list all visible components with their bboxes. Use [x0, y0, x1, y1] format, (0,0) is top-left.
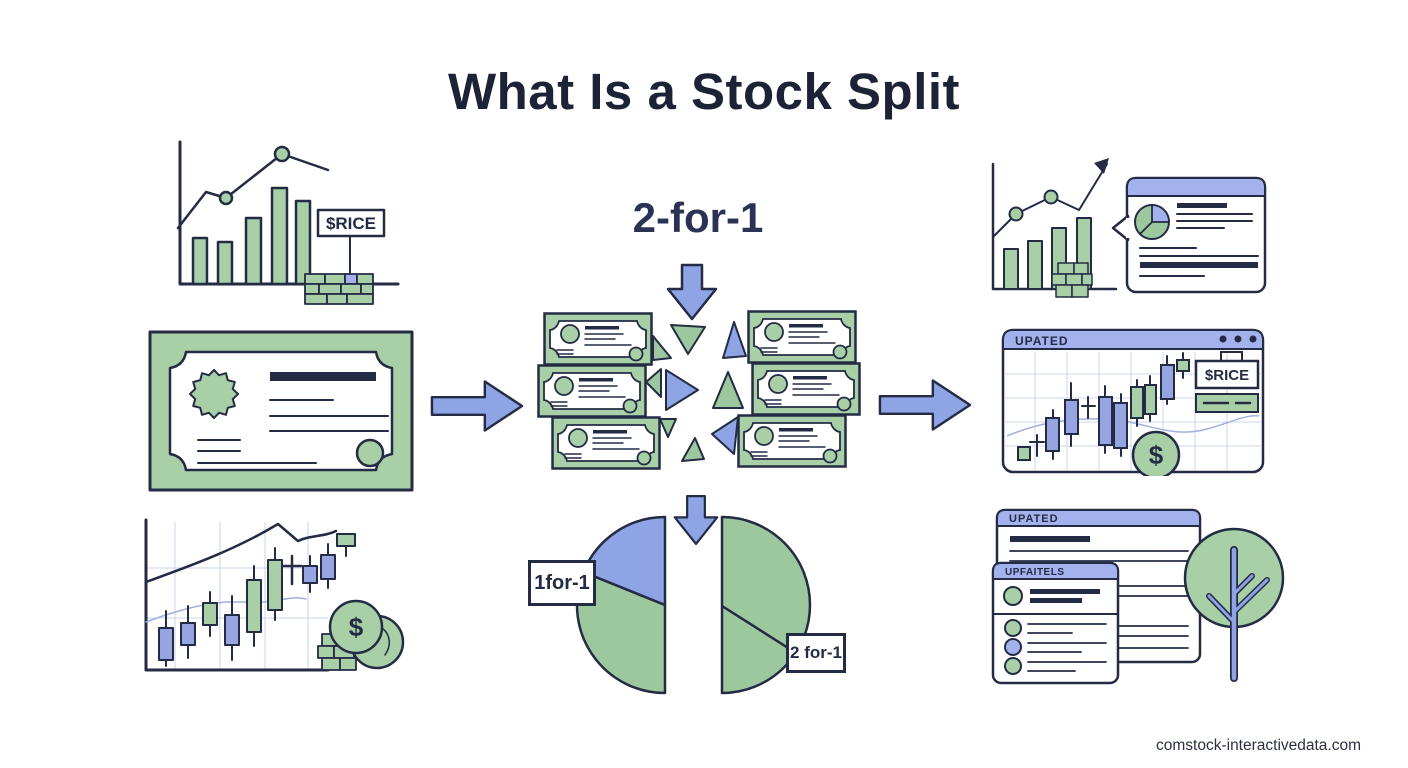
marker-dot: [218, 190, 234, 206]
list-bullet: [1004, 619, 1022, 637]
card-text-lines: [1139, 213, 1259, 277]
front-panel-header: [992, 562, 1119, 580]
price-tag-label: $RICE: [326, 214, 376, 233]
card-bold-line: [1140, 262, 1258, 268]
tree-branches: [1207, 574, 1269, 624]
card-header: [1126, 177, 1266, 197]
back-panel-header: [996, 509, 1201, 527]
price-tag-label: $RICE: [1205, 367, 1249, 384]
brick-stack: [304, 273, 374, 305]
coin-detail: [381, 627, 390, 656]
arrowhead: [1094, 158, 1109, 174]
window-title-bar: [1002, 329, 1264, 350]
coin-dollar-sign: $: [349, 612, 364, 642]
right-arrow-icon: [430, 380, 524, 432]
candlestick-chart-icon: $: [144, 518, 405, 672]
certificate-text-lines: [197, 399, 389, 464]
card-tail: [1111, 214, 1130, 242]
list-bold-line: [1030, 589, 1100, 594]
coin-stack: [1051, 262, 1093, 298]
certificate-seal: [189, 369, 239, 419]
left-share-stack: [537, 312, 661, 470]
list-bullet: [1004, 638, 1022, 656]
coin-front: [328, 599, 384, 655]
window-candles: [1017, 352, 1190, 461]
page-title: What Is a Stock Split: [447, 63, 961, 120]
list-bold-line: [1030, 598, 1082, 603]
dollar-coin: [1131, 430, 1181, 476]
bar-line-chart-icon: $RICE: [176, 140, 400, 305]
pie-label-left: 1for-1: [528, 560, 596, 606]
back-panel-bold-line: [1010, 536, 1090, 542]
list-bullet: [1003, 586, 1023, 606]
stock-certificate-icon: [148, 330, 414, 492]
tag-bracket: [1220, 351, 1243, 361]
ratio-label: 2-for-1: [632, 194, 764, 241]
list-lines: [1027, 623, 1107, 634]
secondary-line: [145, 597, 307, 623]
list-bullet: [1004, 657, 1022, 675]
list-lines: [1027, 642, 1107, 653]
window-dot: [1249, 335, 1257, 343]
pie-label-right: 2 for-1: [786, 633, 846, 673]
window-dot: [1219, 335, 1227, 343]
window-dollar-sign: $: [1149, 440, 1164, 470]
marker-dot: [273, 145, 291, 163]
chart-grid: [146, 522, 328, 670]
panels-tree-group: UPATED UPFAITELS: [991, 508, 1285, 685]
trend-line: [144, 522, 338, 584]
growth-chart-card-icon: [991, 158, 1267, 298]
bars: [191, 186, 312, 286]
price-tag-box: [1194, 359, 1260, 390]
back-panel-title: UPATED: [1009, 513, 1059, 525]
marker-dot: [1008, 206, 1024, 222]
price-tag-box: [316, 208, 386, 238]
card-bold-line: [1177, 203, 1227, 208]
right-arrow-icon: [878, 379, 972, 431]
chart-axes: [144, 518, 330, 672]
front-panel-title: UPFAITELS: [1005, 567, 1065, 578]
window-title: UPATED: [1015, 334, 1069, 348]
trading-window: $ UPATED $RICE: [1001, 328, 1265, 476]
card-pie-slice: [1151, 204, 1170, 223]
share-stacks-icon: [537, 310, 861, 470]
down-arrow-icon: [673, 495, 719, 545]
certificate-stamp: [355, 438, 385, 468]
candles: [158, 533, 356, 667]
pie-right-divider: [721, 604, 797, 655]
down-arrow-icon: [666, 263, 718, 321]
marker-dot: [1043, 189, 1059, 205]
list-lines: [1027, 661, 1107, 672]
split-burst-triangles: [645, 321, 747, 462]
watermark: comstock-interactivedata.com: [1156, 737, 1362, 754]
certificate-title-line: [270, 372, 376, 381]
right-share-stack: [737, 310, 861, 468]
window-dot: [1234, 335, 1242, 343]
